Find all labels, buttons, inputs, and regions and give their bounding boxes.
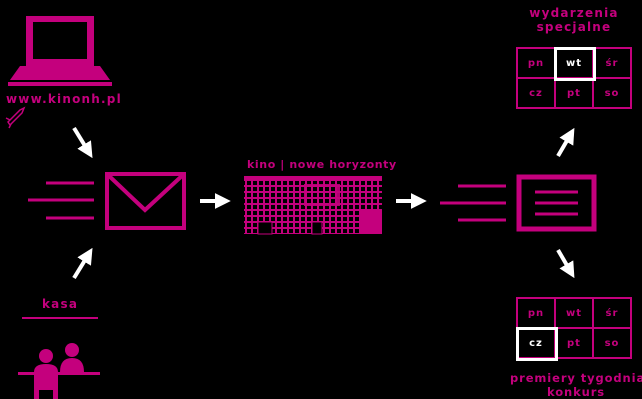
day-cell[interactable]: so bbox=[594, 79, 632, 109]
day-cell[interactable]: śr bbox=[594, 299, 632, 329]
day-cell[interactable]: pn bbox=[518, 49, 556, 79]
rocket-icon bbox=[6, 108, 24, 128]
day-cell-highlighted[interactable]: wt bbox=[556, 49, 594, 79]
arrow-kasa-to-envelope bbox=[74, 252, 90, 278]
premieres-title-line2: konkurs bbox=[510, 385, 642, 399]
envelope-icon bbox=[107, 174, 184, 228]
day-cell[interactable]: so bbox=[594, 329, 632, 359]
cashier-icon bbox=[18, 343, 100, 399]
cinema-name: kino | nowe horyzonty bbox=[247, 158, 397, 171]
website-url[interactable]: www.kinonh.pl bbox=[6, 92, 122, 106]
premieres-title: premiery tygodnia konkurs bbox=[510, 371, 642, 399]
special-events-title-line2: specjalne bbox=[516, 20, 632, 34]
day-cell[interactable]: cz bbox=[518, 79, 556, 109]
day-cell[interactable]: pt bbox=[556, 79, 594, 109]
calendar-special-events: pn wt śr cz pt so bbox=[516, 47, 632, 109]
laptop-icon bbox=[8, 16, 112, 86]
day-cell[interactable]: pn bbox=[518, 299, 556, 329]
document-motion-lines bbox=[440, 186, 506, 220]
envelope-motion-lines bbox=[28, 183, 94, 218]
kasa-label: kasa bbox=[42, 297, 78, 311]
day-cell[interactable]: pt bbox=[556, 329, 594, 359]
arrow-document-to-premieres bbox=[558, 250, 572, 274]
day-cell[interactable]: śr bbox=[594, 49, 632, 79]
special-events-title-line1: wydarzenia bbox=[516, 6, 632, 20]
arrow-document-to-special-events bbox=[558, 132, 572, 156]
arrow-laptop-to-envelope bbox=[74, 128, 90, 154]
day-cell-highlighted[interactable]: cz bbox=[518, 329, 556, 359]
premieres-title-line1: premiery tygodnia bbox=[510, 371, 642, 385]
day-cell[interactable]: wt bbox=[556, 299, 594, 329]
calendar-premieres: pn wt śr cz pt so bbox=[516, 297, 632, 359]
building-icon bbox=[244, 176, 382, 234]
special-events-title: wydarzenia specjalne bbox=[516, 6, 632, 34]
document-icon bbox=[519, 177, 594, 229]
